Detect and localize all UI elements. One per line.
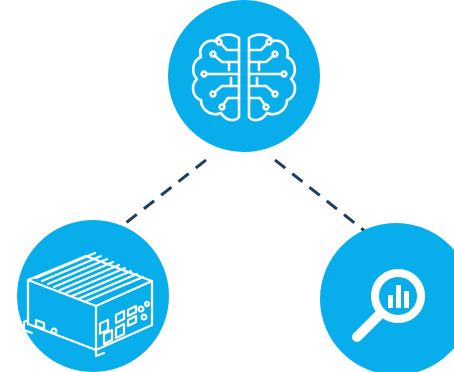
connector-ai-to-edge-device [107,158,207,239]
ai-node-circle [168,0,320,152]
edge-device-node [17,220,169,372]
embedded-box-pc-icon [22,251,154,358]
analytics-node-circle [320,223,454,372]
analytics-node [320,223,454,372]
bar-chart-bar [396,285,401,308]
magnifier-bar-chart-icon [352,269,425,342]
bar-chart-bar [404,291,409,308]
connector-ai-to-analytics [274,158,367,234]
brain-circuit-icon [191,33,297,122]
ai-node [168,0,320,152]
bar-chart-bar [388,295,393,308]
